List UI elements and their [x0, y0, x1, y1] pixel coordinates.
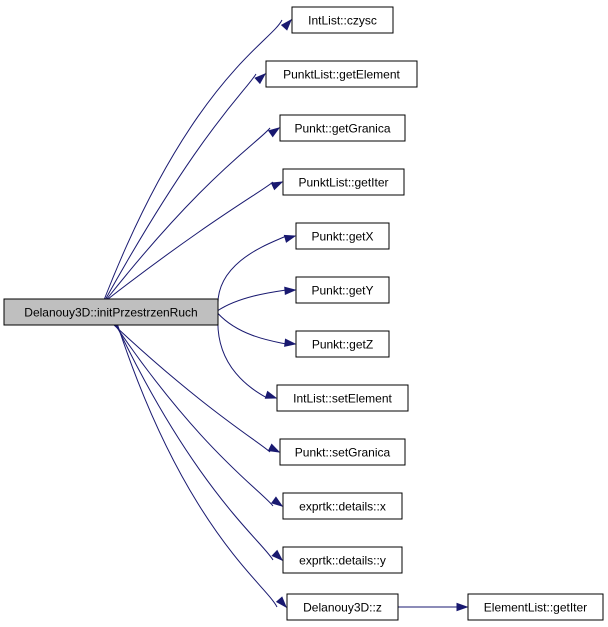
node-box: [295, 276, 390, 304]
node-box: [286, 593, 399, 621]
node-init-przestrzen-ruch[interactable]: Delanouy3D::initPrzestrzenRuch: [3, 298, 219, 326]
node-box: [276, 384, 409, 412]
edge-arrowhead: [271, 496, 284, 507]
edge-line: [106, 127, 271, 300]
edge-line: [217, 289, 287, 311]
node-box: [282, 546, 403, 574]
edge-to-getgranica: [106, 127, 281, 300]
node-punkt-getgranica[interactable]: Punkt::getGranica: [279, 114, 406, 142]
node-punkt-gety[interactable]: Punkt::getY: [295, 276, 390, 304]
edge-arrowhead: [264, 390, 278, 399]
edge-to-setgranica: [113, 324, 281, 453]
node-intlist-czysc[interactable]: IntList::czysc: [291, 6, 394, 34]
node-label: Punkt::getX: [311, 230, 373, 244]
node-punktlist-getiter[interactable]: PunktList::getIter: [282, 168, 405, 196]
node-delanouy3d-z[interactable]: Delanouy3D::z: [286, 593, 399, 621]
edge-arrowhead: [267, 127, 281, 138]
edge-line: [217, 313, 287, 345]
node-label: Punkt::getZ: [312, 338, 373, 352]
edges-layer: [103, 18, 469, 612]
node-box: [295, 330, 390, 358]
nodes-layer: Delanouy3D::initPrzestrzenRuch IntList::…: [3, 6, 604, 621]
edge-line: [103, 19, 283, 300]
node-punkt-getz[interactable]: Punkt::getZ: [295, 330, 390, 358]
node-label: PunktList::getElement: [283, 68, 400, 82]
edge-arrowhead: [271, 549, 284, 562]
node-box: [282, 492, 403, 520]
edge-to-getelement: [105, 72, 267, 300]
edge-line: [117, 324, 278, 608]
edge-to-delanouy-z: [117, 324, 288, 609]
edge-to-setelement: [217, 316, 278, 399]
edge-line: [113, 324, 271, 453]
node-box: [3, 298, 219, 326]
node-box: [295, 222, 390, 250]
node-exprtk-details-y[interactable]: exprtk::details::y: [282, 546, 403, 574]
edge-arrowhead: [283, 234, 297, 243]
edge-to-gety: [217, 286, 297, 311]
node-label: exprtk::details::y: [299, 554, 386, 568]
node-label: Punkt::getGranica: [294, 122, 390, 136]
edge-arrowhead: [275, 596, 288, 609]
node-box: [265, 60, 418, 88]
node-exprtk-details-x[interactable]: exprtk::details::x: [282, 492, 403, 520]
edge-to-details-y: [115, 324, 284, 562]
edge-arrowhead: [254, 72, 267, 85]
node-box: [279, 438, 406, 466]
node-box: [279, 114, 406, 142]
edge-line: [115, 324, 274, 561]
node-label: IntList::setElement: [293, 392, 392, 406]
node-label: Delanouy3D::z: [303, 601, 382, 615]
edge-arrowhead: [284, 286, 297, 296]
edge-z-to-elementlist-getiter: [398, 602, 469, 612]
node-punkt-setgranica[interactable]: Punkt::setGranica: [279, 438, 406, 466]
node-label: Punkt::setGranica: [295, 446, 391, 460]
node-intlist-setelement[interactable]: IntList::setElement: [276, 384, 409, 412]
edge-line: [217, 235, 287, 308]
edge-to-czysc: [103, 18, 293, 300]
edge-line: [217, 316, 268, 399]
edge-arrowhead: [270, 181, 284, 191]
node-label: ElementList::getIter: [484, 601, 587, 615]
node-label: Delanouy3D::initPrzestrzenRuch: [24, 306, 197, 320]
node-elementlist-getiter[interactable]: ElementList::getIter: [467, 593, 604, 621]
node-label: Punkt::getY: [311, 284, 373, 298]
node-punkt-getx[interactable]: Punkt::getX: [295, 222, 390, 250]
edge-line: [105, 73, 257, 300]
node-box: [291, 6, 394, 34]
node-punktlist-getelement[interactable]: PunktList::getElement: [265, 60, 418, 88]
edge-to-details-x: [114, 324, 284, 507]
edge-arrowhead: [456, 602, 469, 612]
edge-arrowhead: [284, 338, 297, 347]
node-label: PunktList::getIter: [298, 176, 388, 190]
edge-to-getx: [217, 234, 297, 308]
edge-to-getiter: [107, 181, 284, 300]
edge-to-getz: [217, 313, 297, 347]
edge-arrowhead: [280, 18, 293, 31]
node-label: IntList::czysc: [308, 14, 377, 28]
node-label: exprtk::details::x: [299, 500, 386, 514]
edge-arrowhead: [267, 443, 281, 453]
node-box: [282, 168, 405, 196]
edge-line: [107, 181, 274, 300]
node-box: [467, 593, 604, 621]
edge-line: [114, 324, 274, 507]
